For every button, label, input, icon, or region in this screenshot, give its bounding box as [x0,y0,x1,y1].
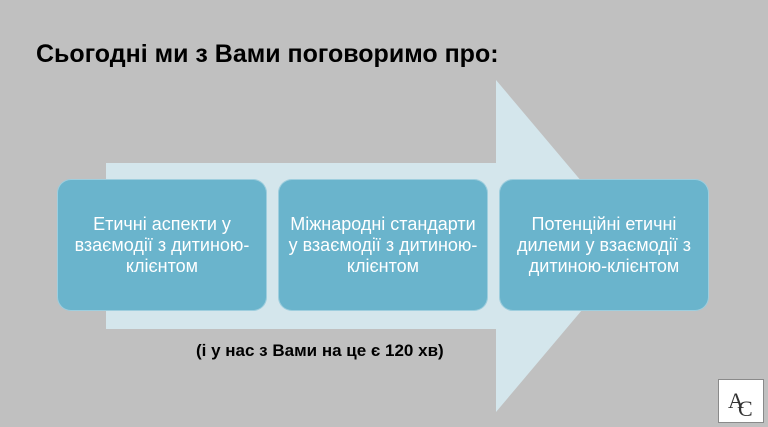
step-label: Міжнародні стандарти у взаємодії з дитин… [288,213,478,276]
step-label: Потенційні етичні дилеми у взаємодії з д… [516,213,692,276]
step-box-ethical-aspects: Етичні аспекти у взаємодії з дитиною-клі… [57,179,267,311]
slide-title: Сьогодні ми з Вами поговоримо про: [36,40,499,68]
ac-logo: A C [718,379,764,423]
svg-text:A: A [728,388,744,413]
ac-monogram-icon: A C [728,388,753,421]
step-box-international-standards: Міжнародні стандарти у взаємодії з дитин… [278,179,488,311]
time-note: (і у нас з Вами на це є 120 хв) [196,341,444,360]
step-label: Етичні аспекти у взаємодії з дитиною-клі… [74,213,250,276]
step-box-ethical-dilemmas: Потенційні етичні дилеми у взаємодії з д… [499,179,709,311]
svg-text:C: C [738,396,753,421]
